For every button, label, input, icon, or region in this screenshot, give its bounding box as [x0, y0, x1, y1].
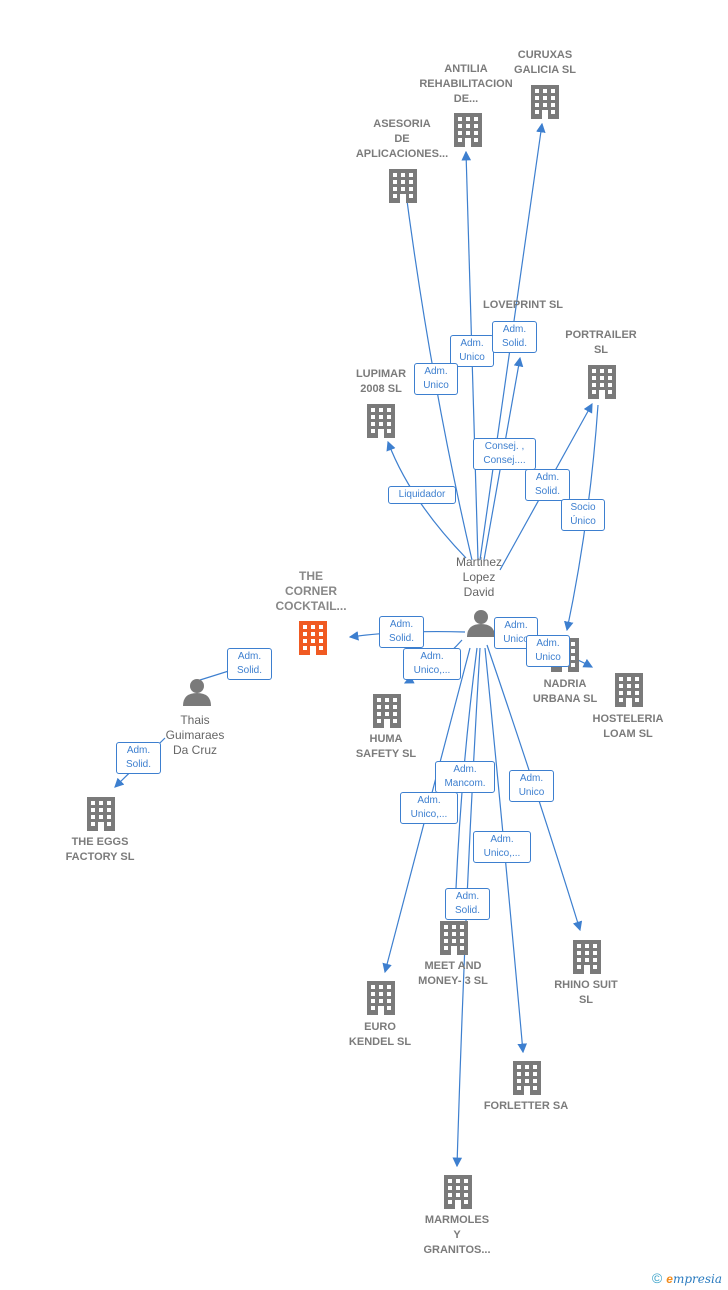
edge-label-rhino: Adm. Unico — [509, 770, 554, 802]
building-hosteleria-icon — [615, 673, 643, 707]
company-antilia-label[interactable]: ANTILIA REHABILITACION DE... — [419, 63, 513, 105]
building-rhino-icon — [573, 940, 601, 974]
company-asesoria-label[interactable]: ASESORIA DE APLICACIONES... — [355, 118, 449, 160]
edge-label-portrailer: Adm. Solid. — [525, 469, 570, 501]
company-portrailer-label[interactable]: PORTRAILER SL — [565, 329, 637, 356]
edge-label-socio: Socio Único — [561, 499, 605, 531]
building-marmoles-icon — [444, 1175, 472, 1209]
building-main-icon — [299, 621, 327, 655]
company-huma-label[interactable]: HUMA SAFETY SL — [355, 733, 417, 760]
company-lupimar-label[interactable]: LUPIMAR 2008 SL — [355, 368, 407, 395]
edge-label-forletter: Adm. Unico,... — [473, 831, 531, 863]
edge-label-nadria: Adm. Unico — [494, 617, 538, 649]
company-hosteleria-label[interactable]: HOSTELERIA LOAM SL — [592, 713, 664, 740]
edge-label-lupimar: Liquidador — [388, 486, 456, 504]
edge-label-main: Adm. Solid. — [379, 616, 424, 648]
company-forletter-label[interactable]: FORLETTER SA — [483, 1100, 569, 1112]
company-nadria-label[interactable]: NADRIA URBANA SL — [532, 678, 598, 705]
building-euro-icon — [367, 981, 395, 1015]
building-huma-icon — [373, 694, 401, 728]
building-asesoria-icon — [389, 169, 417, 203]
edge-label-thais-main: Adm. Solid. — [227, 648, 272, 680]
edge-label-loveprint: Adm. Solid. — [492, 321, 537, 353]
company-eggs-label[interactable]: THE EGGS FACTORY SL — [65, 836, 135, 863]
copyright-icon: © — [651, 1270, 663, 1286]
building-portrailer-icon — [588, 365, 616, 399]
company-curuxas-label[interactable]: CURUXAS GALICIA SL — [514, 49, 576, 76]
person-martinez-icon — [467, 610, 495, 637]
building-curuxas-icon — [531, 85, 559, 119]
company-main-label[interactable]: THE CORNER COCKTAIL... — [275, 569, 347, 613]
person-thais-icon — [183, 679, 211, 706]
person-thais-label[interactable]: Thais Guimaraes Da Cruz — [165, 713, 225, 757]
building-meet-icon — [440, 921, 468, 955]
building-antilia-icon — [454, 113, 482, 147]
company-meet-label[interactable]: MEET AND MONEY- 3 SL — [418, 960, 488, 987]
building-forletter-icon — [513, 1061, 541, 1095]
edge-label-antilia: Adm. Unico — [450, 335, 494, 367]
edge-label-huma: Adm. Unico,... — [403, 648, 461, 680]
company-rhino-label[interactable]: RHINO SUIT SL — [554, 979, 618, 1006]
building-lupimar-icon — [367, 404, 395, 438]
empresia-logo[interactable]: ©empresia — [651, 1270, 722, 1286]
edge-label-consej: Consej. , Consej.... — [473, 438, 536, 470]
company-loveprint-label[interactable]: LOVEPRINT SL — [482, 299, 564, 311]
person-martinez-label[interactable]: Martinez Lopez David — [455, 555, 502, 599]
edge-label-mancom: Adm. Mancom. — [435, 761, 495, 793]
edge-label-asesoria: Adm. Unico — [414, 363, 458, 395]
edge-label-thais-eggs: Adm. Solid. — [116, 742, 161, 774]
edge-label-euro: Adm. Unico,... — [400, 792, 458, 824]
building-eggs-icon — [87, 797, 115, 831]
company-marmoles-label[interactable]: MARMOLES Y GRANITOS... — [423, 1214, 491, 1256]
edge-label-hosteleria: Adm. Unico — [526, 635, 570, 667]
company-euro-label[interactable]: EURO KENDEL SL — [348, 1021, 412, 1048]
edge-label-meet: Adm. Solid. — [445, 888, 490, 920]
